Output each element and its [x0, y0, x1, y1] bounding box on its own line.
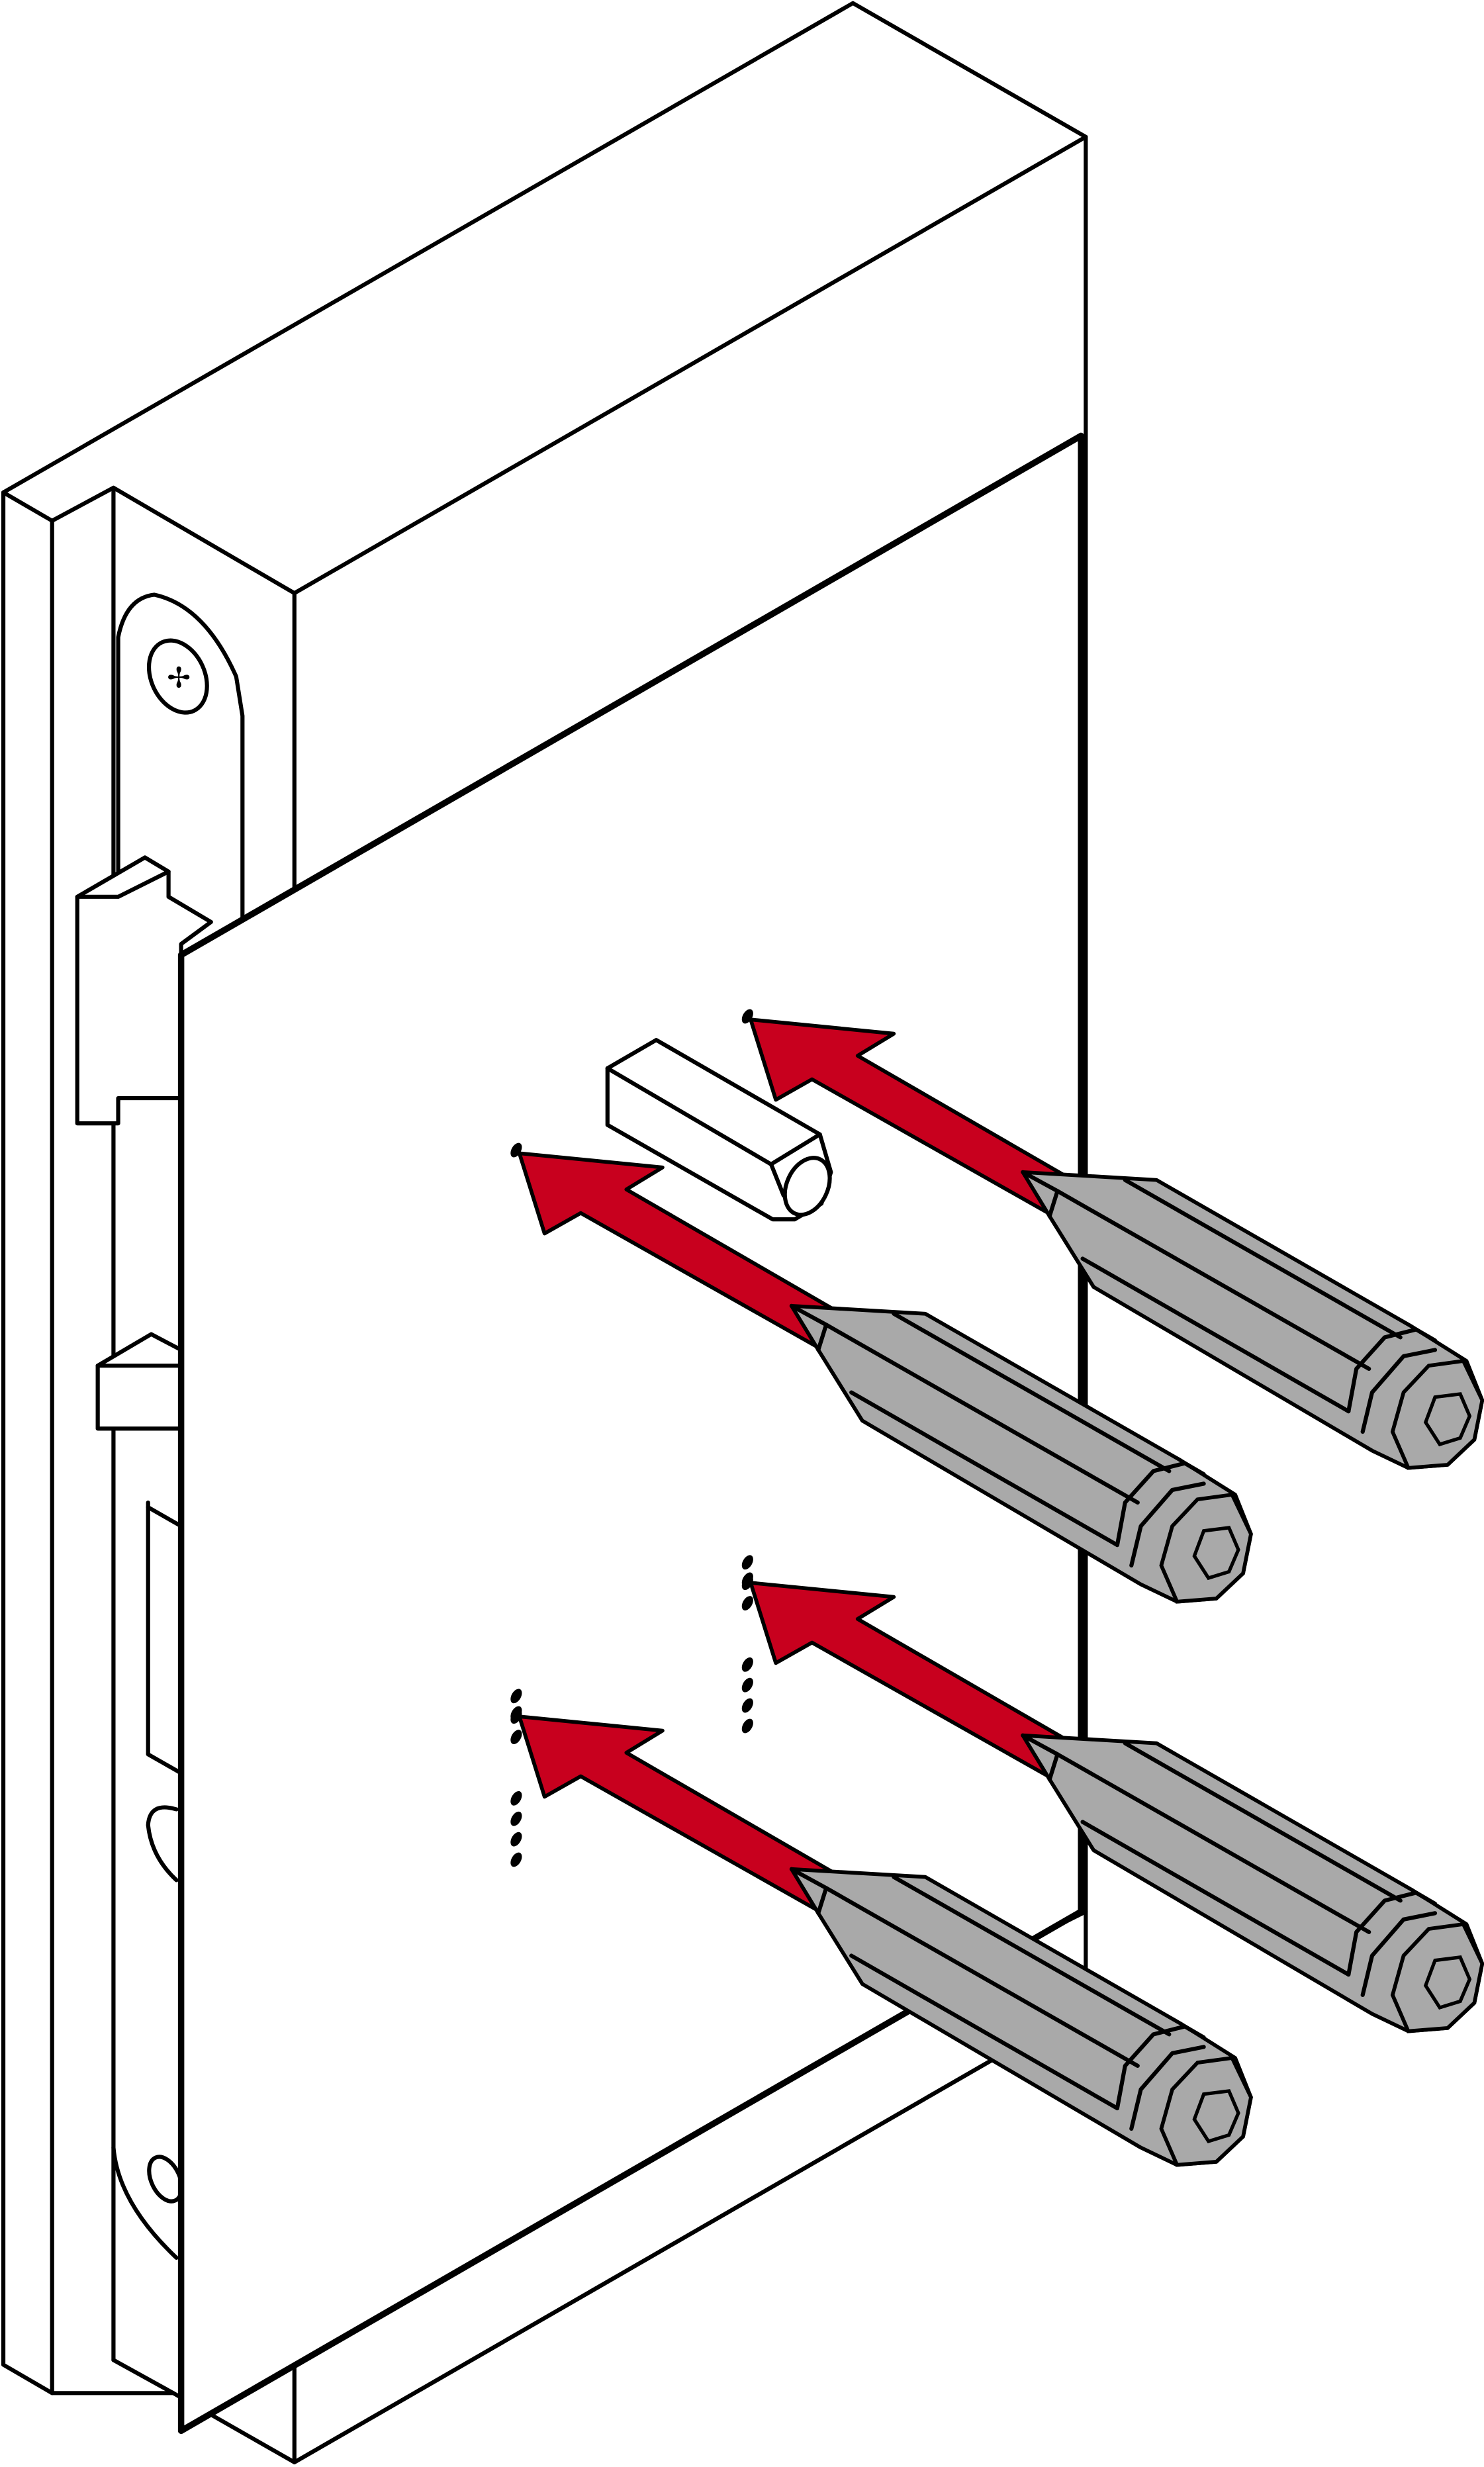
hole-mark-dot: [510, 1730, 522, 1745]
hole-marks: [510, 1555, 753, 1867]
hole-mark-dot: [741, 1596, 753, 1610]
hole-mark-dot: [510, 1832, 522, 1847]
hole-mark-dot: [510, 1852, 522, 1867]
hole-mark-dot: [741, 1657, 753, 1672]
hole-mark-dot: [510, 1689, 522, 1704]
hole-mark-dot: [510, 1811, 522, 1826]
hole-mark-dot: [741, 1718, 753, 1734]
hole-mark-dot: [741, 1555, 753, 1570]
hole-mark-dot: [510, 1791, 522, 1806]
hole-mark-dot: [741, 1698, 753, 1713]
phillips-icon: ✢: [167, 662, 191, 695]
hole-mark-dot: [741, 1575, 753, 1591]
hex-spacer: [605, 1038, 833, 1222]
screw-head: [146, 638, 209, 715]
mounting-tab: [116, 592, 245, 1103]
hole-mark-dot: [510, 1709, 522, 1724]
hole-mark-dot: [741, 1677, 753, 1693]
